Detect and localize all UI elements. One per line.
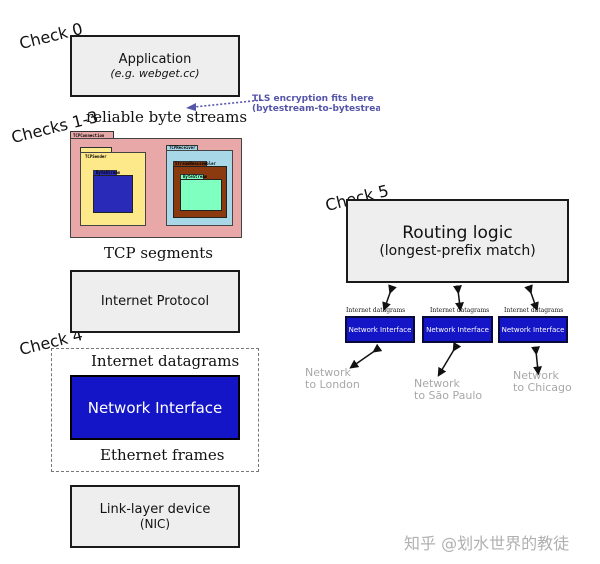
network-to-chicago: Network to Chicago — [513, 370, 572, 394]
link-layer-device-box: Link-layer device (NIC) — [70, 485, 240, 548]
router-network-interface-3: Network Interface — [498, 316, 568, 343]
internet-protocol-box: Internet Protocol — [70, 270, 240, 333]
network-to-london-line1: Network — [305, 366, 351, 379]
router-datagrams-label-2: Internet datagrams — [430, 307, 490, 314]
tcp-connection-tab — [70, 131, 114, 139]
ethernet-frames-label: Ethernet frames — [100, 446, 225, 464]
application-box: Application (e.g. webget.cc) — [70, 35, 240, 97]
router-datagrams-label-1: Internet datagrams — [346, 307, 406, 314]
router-arrows — [349, 284, 543, 377]
network-to-sao-paulo-line1: Network — [414, 377, 460, 390]
receiver-bytestream-tab — [180, 174, 204, 180]
check-4-group — [51, 348, 259, 472]
application-subtitle: (e.g. webget.cc) — [110, 67, 200, 80]
routing-logic-box: Routing logic (longest-prefix match) — [346, 199, 569, 283]
tcp-receiver-tab — [166, 145, 198, 151]
sender-bytestream-box: ByteStream — [93, 170, 133, 213]
tcp-connection-label: TCPConnection — [73, 133, 105, 138]
tcp-sender-tab — [80, 147, 112, 153]
stream-reassembler-label: StreamReassembler — [175, 161, 216, 166]
sender-bytestream-tab — [93, 170, 117, 176]
network-to-london: Network to London — [305, 367, 360, 391]
tcp-receiver-label: TCPReceiver — [169, 145, 196, 150]
routing-logic-subtitle: (longest-prefix match) — [379, 243, 536, 259]
watermark: 知乎 @划水世界的教徒 — [404, 534, 570, 553]
network-interface-label: Network Interface — [87, 398, 223, 417]
network-interface-box: Network Interface — [70, 375, 240, 440]
router-network-interface-1: Network Interface — [345, 316, 415, 343]
router-datagrams-label-3: Internet datagrams — [504, 307, 564, 314]
receiver-bytestream-label: ByteStream — [183, 174, 208, 179]
network-to-chicago-line1: Network — [513, 369, 559, 382]
tls-arrow — [186, 99, 263, 111]
tcp-sender-label: TCPSender — [85, 154, 107, 159]
network-to-london-line2: to London — [305, 378, 360, 391]
router-network-interface-2: Network Interface — [422, 316, 493, 343]
link-layer-device-line1: Link-layer device — [99, 502, 211, 517]
internet-datagrams-label: Internet datagrams — [91, 352, 240, 370]
router-network-interface-label-1: Network Interface — [348, 325, 412, 334]
routing-logic-title: Routing logic — [402, 223, 513, 243]
tls-note-line2: (bytestream-to-bytestream) — [252, 104, 380, 114]
reliable-byte-streams-label: reliable byte streams — [86, 108, 248, 126]
link-layer-device-line2: (NIC) — [139, 517, 171, 531]
tcp-segments-label: TCP segments — [104, 244, 214, 262]
tls-note-line1: TLS encryption fits here — [252, 94, 374, 104]
stream-reassembler-tab — [173, 161, 207, 167]
internet-protocol-label: Internet Protocol — [100, 294, 210, 309]
sender-bytestream-label: ByteStream — [96, 170, 121, 175]
network-to-sao-paulo-line2: to São Paulo — [414, 389, 483, 402]
tls-note: TLS encryption fits here (bytestream-to-… — [252, 94, 380, 114]
network-to-sao-paulo: Network to São Paulo — [414, 378, 482, 402]
application-title: Application — [118, 52, 192, 67]
network-to-chicago-line2: to Chicago — [513, 381, 572, 394]
router-network-interface-label-3: Network Interface — [501, 325, 565, 334]
router-network-interface-label-2: Network Interface — [426, 325, 489, 334]
receiver-bytestream-box: ByteStream — [180, 174, 222, 211]
